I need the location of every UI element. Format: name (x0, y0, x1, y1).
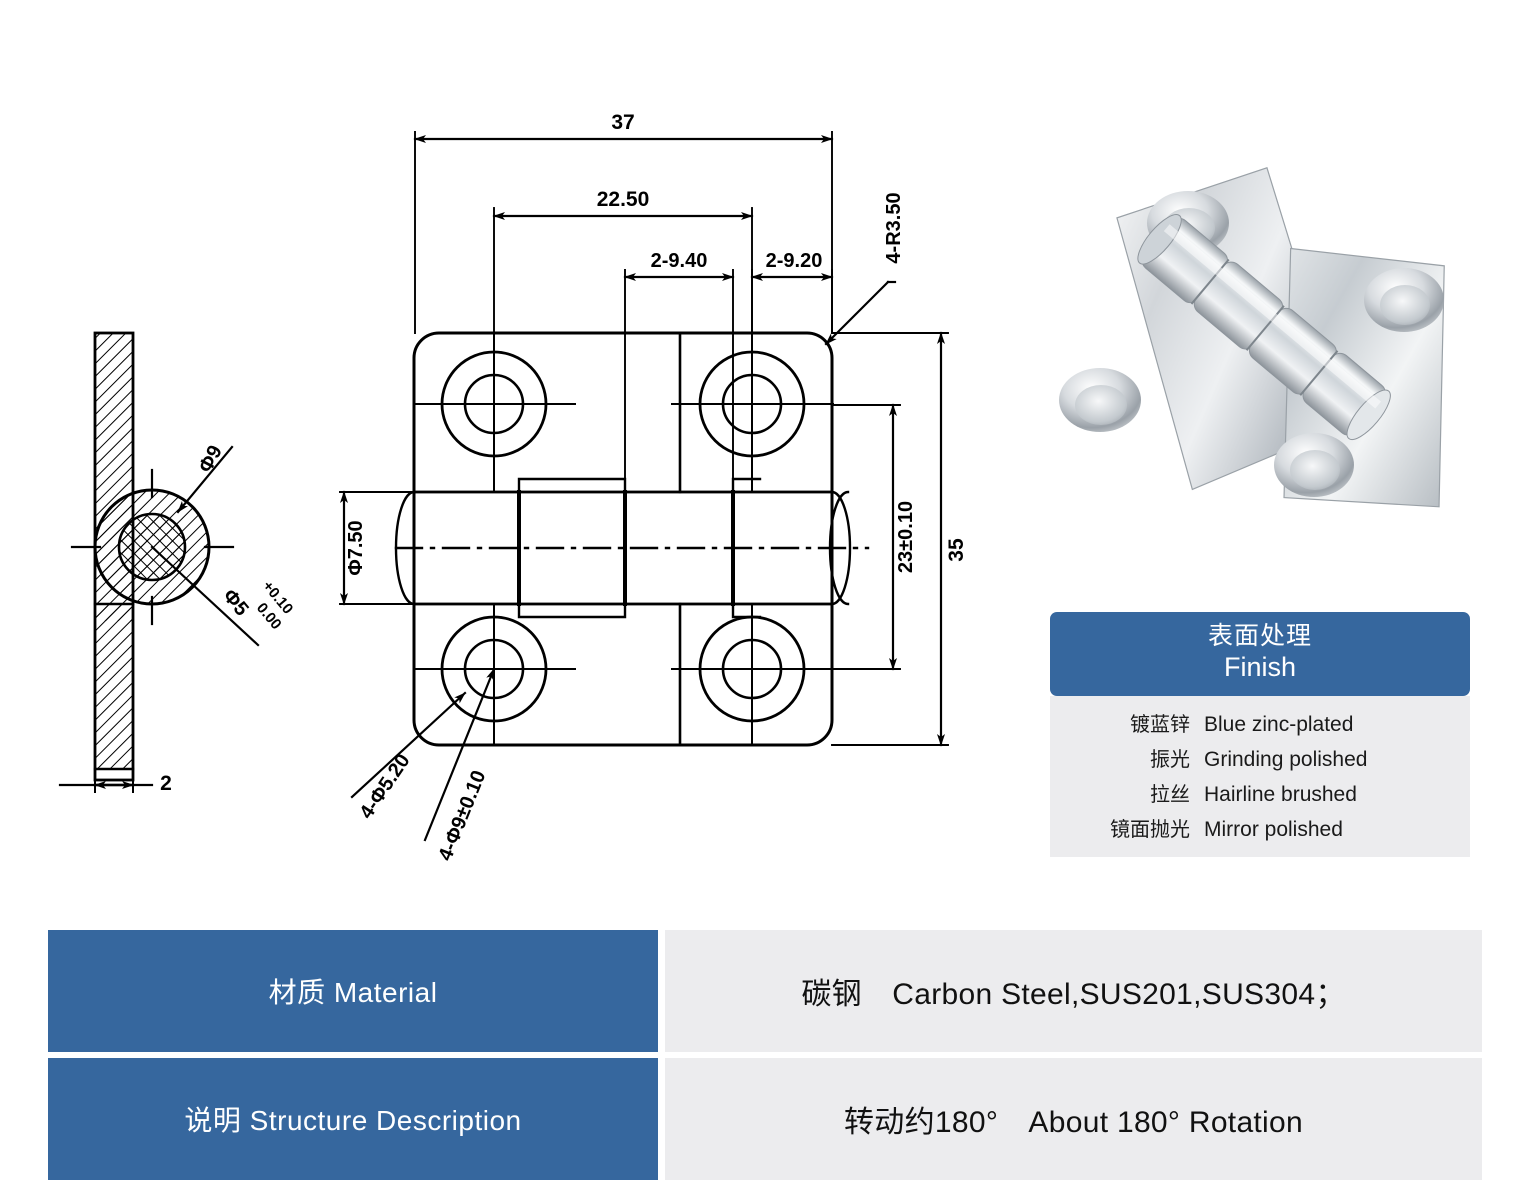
finish-title-cn: 表面处理 (1207, 622, 1312, 650)
finish-row: 振光 Grinding polished (1050, 740, 1470, 775)
technical-drawing: 37 22.50 2-9.40 2-9.20 35 23±0.10 Φ7.50 … (58, 111, 968, 864)
hole-bottom-left (413, 603, 576, 746)
specification-table: 材质 Material 碳钢 Carbon Steel,SUS201,SUS30… (48, 930, 1482, 1186)
finish-table: 表面处理 Finish 镀蓝锌 Blue zinc-plated 振光 Grin… (1050, 612, 1470, 858)
hole-bottom-right (671, 603, 834, 746)
finish-label-en: Hairline brushed (1204, 783, 1357, 807)
finish-table-body: 镀蓝锌 Blue zinc-plated 振光 Grinding polishe… (1050, 696, 1470, 858)
finish-row: 拉丝 Hairline brushed (1050, 775, 1470, 810)
section-text-pin-outer: Φ9 (195, 442, 227, 477)
dim-text-corner-radius: 4-R3.50 (883, 192, 905, 263)
spec-row-structure: 说明 Structure Description 转动约180° About 1… (48, 1058, 1482, 1180)
finish-label-cn: 拉丝 (1150, 784, 1190, 807)
spec-value-structure: 转动约180° About 180° Rotation (665, 1058, 1482, 1180)
leader-corner-radius (824, 280, 897, 346)
section-text-thickness: 2 (160, 772, 172, 795)
section-view (58, 331, 260, 793)
dim-text-width: 37 (611, 111, 634, 134)
dim-text-height: 35 (945, 538, 968, 562)
front-view (394, 331, 870, 747)
dim-text-knuckle-height: 23±0.10 (895, 501, 917, 573)
dim-text-hole-span: 22.50 (597, 188, 650, 211)
finish-label-cn: 振光 (1150, 749, 1190, 772)
hole-top-right (671, 332, 834, 493)
finish-row: 镜面抛光 Mirror polished (1050, 810, 1470, 845)
dim-overall-width (413, 131, 834, 334)
spec-label-structure: 说明 Structure Description (48, 1058, 658, 1180)
finish-label-en: Mirror polished (1204, 818, 1343, 842)
dim-pitch-right (750, 269, 834, 334)
finish-label-en: Blue zinc-plated (1204, 713, 1354, 737)
finish-row: 镀蓝锌 Blue zinc-plated (1050, 705, 1470, 740)
dim-barrel-diameter (339, 490, 421, 606)
dim-hole-span (492, 207, 754, 334)
finish-label-cn: 镜面抛光 (1110, 819, 1190, 842)
dim-text-pitch-right: 2-9.20 (766, 250, 823, 272)
dim-knuckle-height (831, 403, 901, 671)
spec-row-material: 材质 Material 碳钢 Carbon Steel,SUS201,SUS30… (48, 930, 1482, 1052)
dim-text-barrel-dia: Φ7.50 (345, 520, 367, 575)
dim-pitch-left (623, 269, 735, 480)
finish-label-en: Grinding polished (1204, 748, 1368, 772)
dim-text-through-hole: 4-Φ9±0.10 (434, 767, 490, 864)
leader-counterbore (350, 667, 496, 842)
product-photo (1000, 140, 1480, 560)
spec-label-material: 材质 Material (48, 930, 658, 1052)
finish-table-header: 表面处理 Finish (1050, 612, 1470, 697)
spec-value-material: 碳钢 Carbon Steel,SUS201,SUS304； (665, 930, 1482, 1052)
finish-label-cn: 镀蓝锌 (1130, 714, 1190, 737)
dim-text-pitch-left: 2-9.40 (651, 250, 708, 272)
hinge-photo-illustration (1059, 167, 1445, 508)
section-text-pin-inner: Φ5 (218, 585, 253, 620)
hole-top-left (413, 332, 576, 493)
dim-overall-height (831, 331, 949, 747)
finish-title-en: Finish (1223, 651, 1297, 682)
